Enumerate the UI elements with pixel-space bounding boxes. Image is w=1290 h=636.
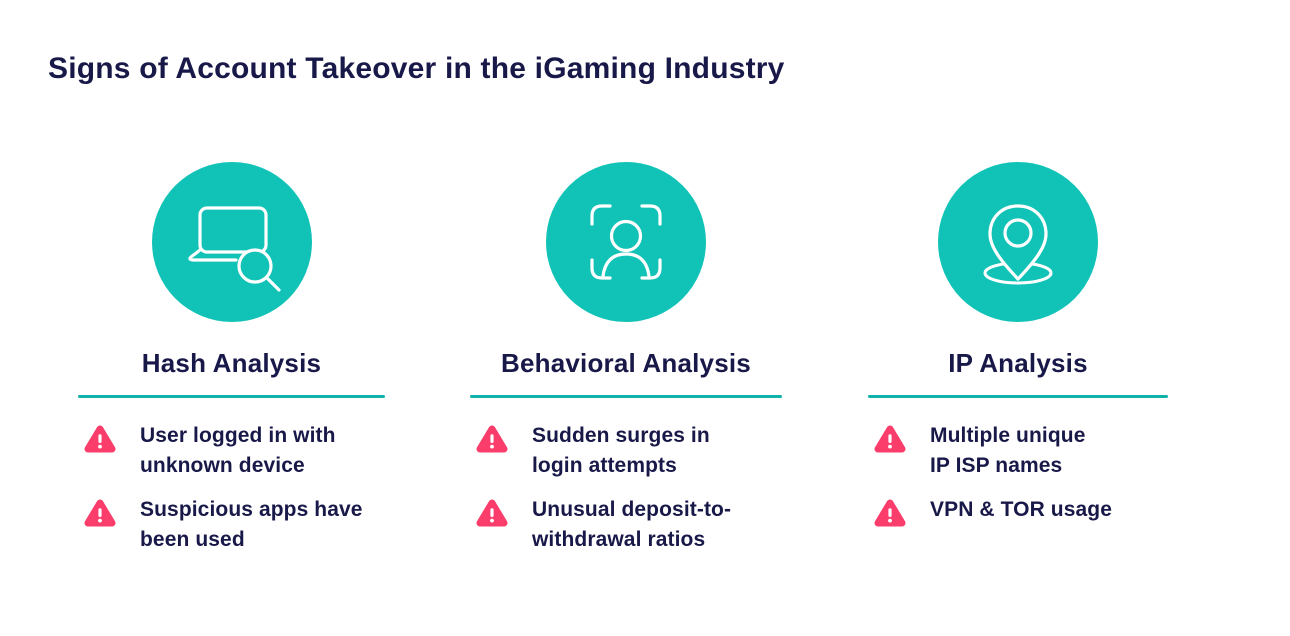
column-heading: Hash Analysis xyxy=(141,348,322,378)
page-title: Signs of Account Takeover in the iGaming… xyxy=(48,52,785,85)
bullet-list: User logged in with unknown device Suspi… xyxy=(78,421,385,555)
heading-divider xyxy=(470,395,782,398)
bullet-text: Sudden surges in login attempts xyxy=(532,424,710,477)
bullet-text: VPN & TOR usage xyxy=(930,498,1112,521)
column-heading: IP Analysis xyxy=(948,348,1088,378)
bullet-text: Multiple unique IP ISP names xyxy=(930,424,1086,477)
warning-icon xyxy=(84,499,116,527)
bullet-item: Unusual deposit-to- withdrawal ratios xyxy=(470,495,782,555)
icon-circle xyxy=(546,162,706,322)
bullet-item: VPN & TOR usage xyxy=(868,495,1168,528)
bullet-text: Unusual deposit-to- withdrawal ratios xyxy=(532,498,732,551)
bullet-text: User logged in with unknown device xyxy=(140,424,336,477)
laptop-search-icon xyxy=(187,206,281,292)
icon-circle xyxy=(938,162,1098,322)
icon-circle xyxy=(151,162,312,322)
bullet-list: Sudden surges in login attempts Unusual … xyxy=(470,421,782,555)
column-ip-analysis: IP Analysis Multiple unique IP ISP names… xyxy=(868,162,1168,528)
bullet-item: User logged in with unknown device xyxy=(78,421,385,481)
warning-icon xyxy=(476,499,508,527)
warning-icon xyxy=(874,499,906,527)
heading-divider xyxy=(868,395,1168,398)
bullet-list: Multiple unique IP ISP names VPN & TOR u… xyxy=(868,421,1168,528)
warning-icon xyxy=(874,425,906,453)
warning-icon xyxy=(84,425,116,453)
bullet-item: Suspicious apps have been used xyxy=(78,495,385,555)
heading-divider xyxy=(78,395,385,398)
column-heading: Behavioral Analysis xyxy=(501,348,751,378)
location-pin-icon xyxy=(983,204,1053,285)
bullet-item: Sudden surges in login attempts xyxy=(470,421,782,481)
warning-icon xyxy=(476,425,508,453)
column-behavioral-analysis: Behavioral Analysis Sudden surges in log… xyxy=(470,162,782,555)
bullet-item: Multiple unique IP ISP names xyxy=(868,421,1168,481)
column-hash-analysis: Hash Analysis User logged in with unknow… xyxy=(78,162,385,555)
face-scan-icon xyxy=(590,204,662,280)
bullet-text: Suspicious apps have been used xyxy=(140,498,363,551)
